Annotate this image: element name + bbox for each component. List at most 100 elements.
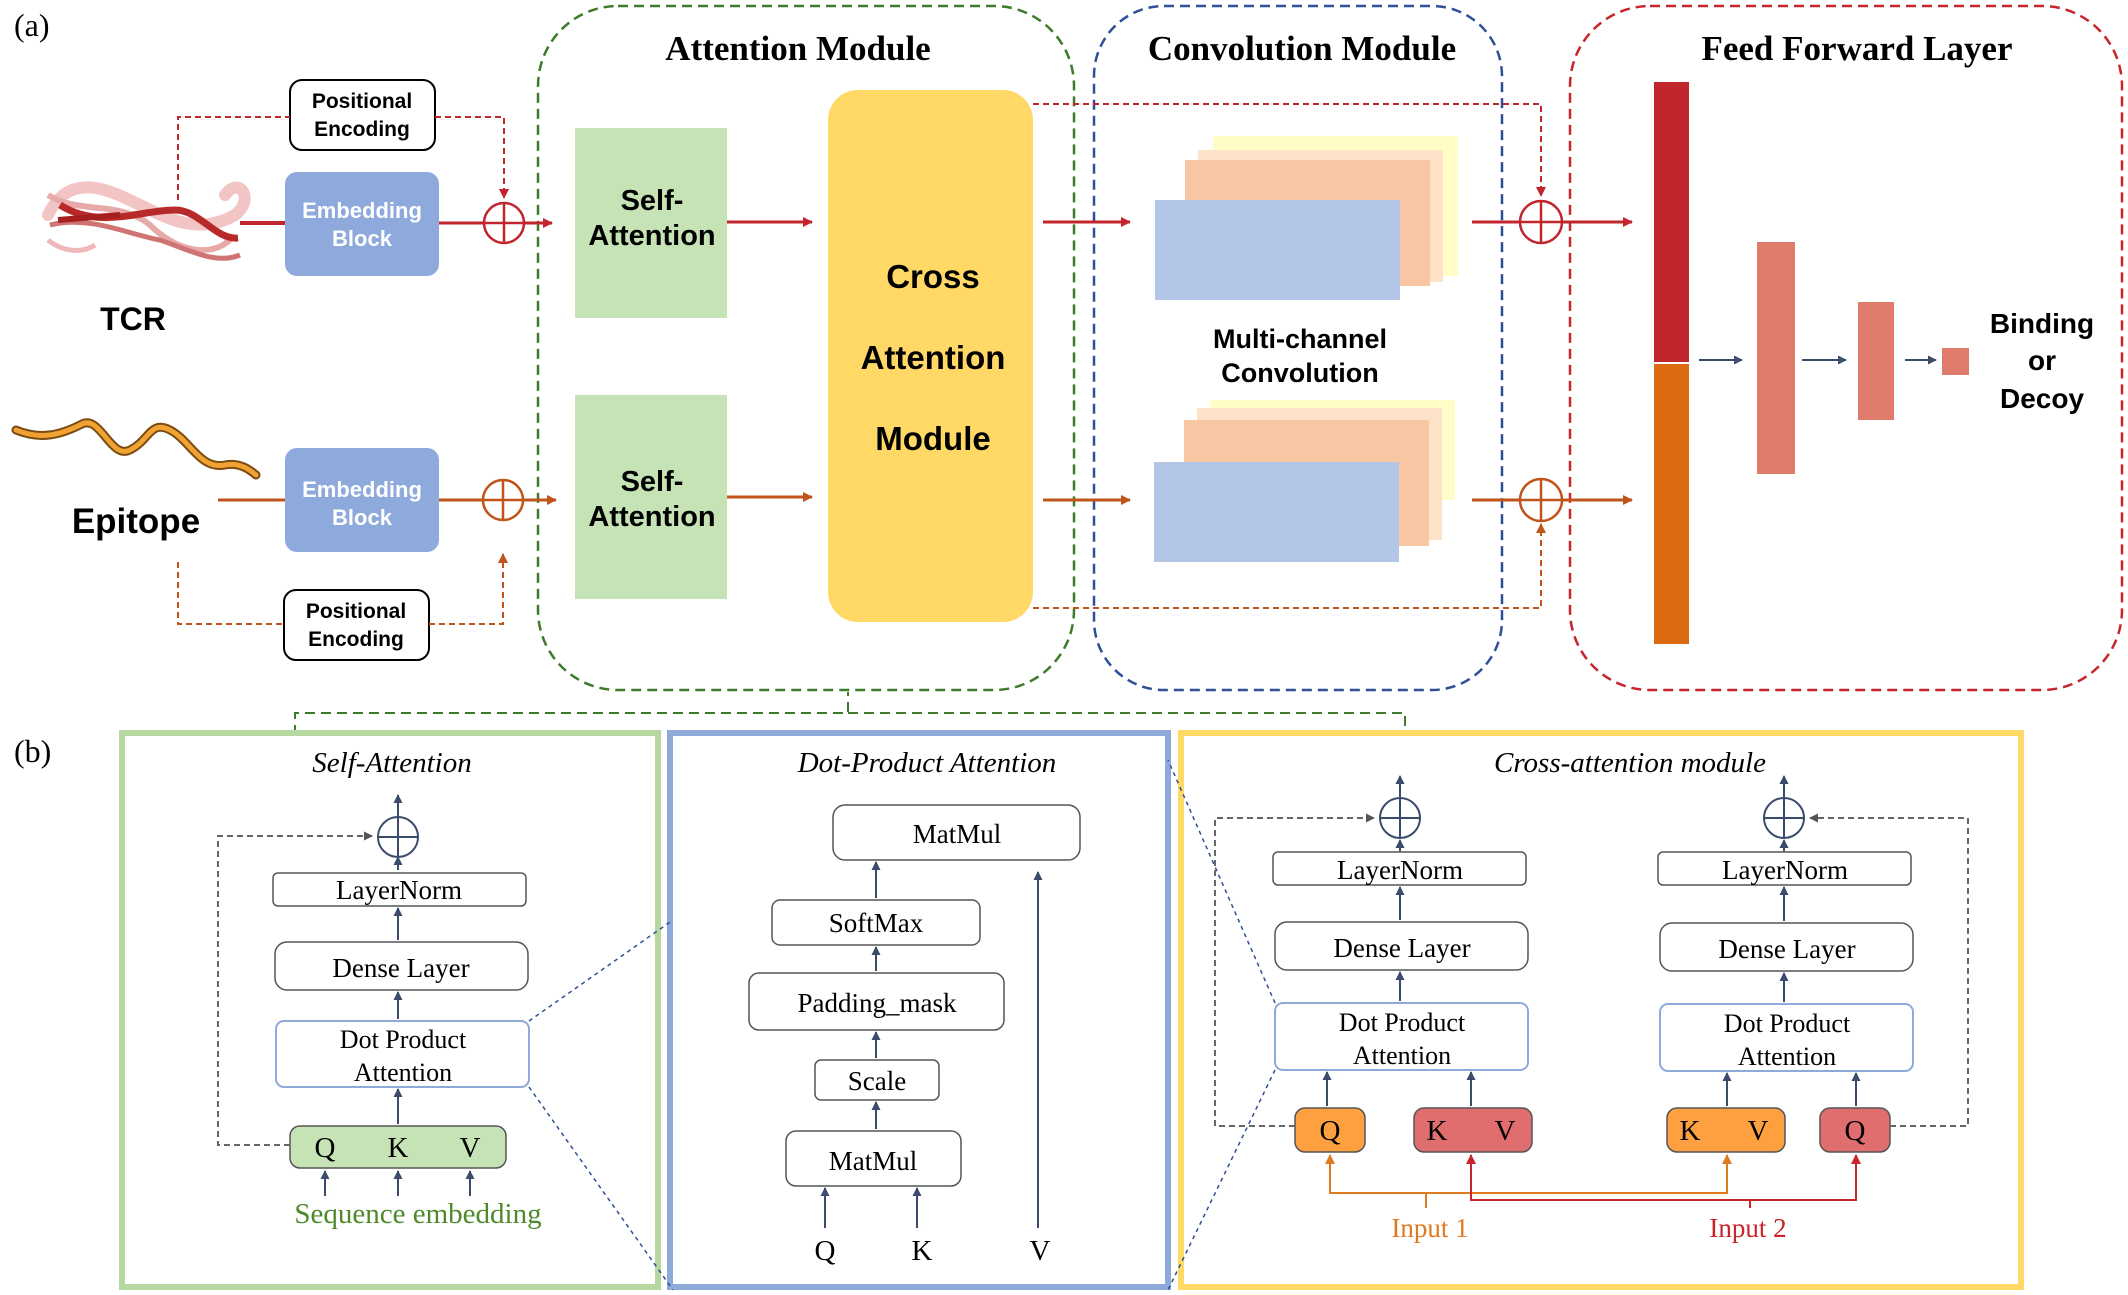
cross-skip-bottom-dashed-arrow: [1033, 523, 1546, 609]
cross-left-q-box: [1294, 1107, 1366, 1153]
embedding-block-bottom-line1: Embedding: [302, 477, 422, 502]
cross-left-k: K: [1427, 1115, 1448, 1147]
cross-attention-line2: Attention: [861, 339, 1006, 376]
conv-stack-top: [1155, 136, 1458, 300]
self-attn-k: K: [388, 1132, 409, 1164]
input1-to-kv-right-arrow: [1426, 1154, 1732, 1194]
attention-module-title: Attention Module: [665, 29, 930, 68]
panel-b-bracket-dashed: [294, 692, 1406, 735]
embedding-block-top-line1: Embedding: [302, 198, 422, 223]
tcr-positional-to-add-arrow: [435, 116, 509, 199]
self-attn-dot-line1: Dot Product: [340, 1025, 467, 1054]
cross-left-dot-line2: Attention: [1353, 1041, 1451, 1070]
output-binding: Binding: [1990, 308, 2094, 339]
self-attn-v: V: [460, 1132, 481, 1164]
ffl-hidden-bar-2: [1858, 302, 1894, 420]
self-attention-bottom-line1: Self-: [621, 466, 684, 498]
cross-attention-block: [828, 90, 1033, 622]
positional-encoding-top-line2: Encoding: [314, 118, 410, 141]
cross-left-dense-label: Dense Layer: [1333, 933, 1470, 963]
cross-right-q-box: [1819, 1107, 1891, 1153]
dp-softmax-box: [771, 899, 981, 946]
self-attention-panel-title: Self-Attention: [312, 747, 471, 779]
dp-matmul-top-label: MatMul: [913, 819, 1002, 849]
dp-q: Q: [815, 1235, 836, 1267]
cross-right-dense-label: Dense Layer: [1718, 934, 1855, 964]
cross-left-kv-box: [1413, 1107, 1533, 1153]
multichannel-line2: Convolution: [1221, 358, 1378, 388]
output-decoy: Decoy: [2000, 383, 2084, 414]
positional-encoding-bottom-line1: Positional: [306, 600, 406, 623]
self-attention-block-top: [575, 128, 727, 318]
cross-left-layernorm-label: LayerNorm: [1337, 855, 1463, 885]
self-attention-bottom-line2: Attention: [588, 501, 715, 533]
cross-attention-line1: Cross: [886, 258, 980, 295]
cross-right-v: V: [1748, 1115, 1769, 1147]
cross-right-dot-line1: Dot Product: [1724, 1009, 1851, 1038]
cross-right-kv-box: [1666, 1107, 1786, 1153]
dot-product-panel-title: Dot-Product Attention: [797, 747, 1057, 779]
cross-right-k: K: [1680, 1115, 1701, 1147]
dp-scale-box: [814, 1059, 940, 1101]
multichannel-line1: Multi-channel: [1213, 324, 1387, 354]
dp-matmul-bottom-box: [785, 1130, 962, 1187]
conv-stack-bottom: [1154, 400, 1455, 562]
ffl-concat-tcr-bar: [1654, 82, 1689, 362]
cross-right-dense-box: [1659, 922, 1914, 972]
convolution-module-title: Convolution Module: [1148, 29, 1456, 68]
self-attention-top-line1: Self-: [621, 185, 684, 217]
tcr-positional-dashed-line: [177, 116, 290, 200]
output-or: or: [2028, 345, 2056, 376]
cross-left-layernorm-box: [1272, 851, 1527, 886]
cross-right-residual-dashed-arrow: [1809, 813, 1969, 1127]
feed-forward-title: Feed Forward Layer: [1701, 29, 2012, 68]
self-attention-block-bottom: [575, 395, 727, 599]
self-attn-q: Q: [315, 1132, 336, 1164]
epitope-positional-dashed-line: [177, 562, 284, 625]
dp-k: K: [912, 1235, 933, 1267]
zoom-line-left-bottom: [528, 1086, 674, 1291]
epitope-structure-picture: [11, 418, 261, 480]
dp-softmax-label: SoftMax: [829, 908, 924, 938]
embedding-block-bottom-line2: Block: [332, 505, 393, 530]
panel-b-label: (b): [14, 733, 51, 769]
input2-to-kv-left-arrow: [1466, 1154, 1751, 1208]
cross-right-q: Q: [1845, 1115, 1866, 1147]
cross-panel-title: Cross-attention module: [1494, 747, 1766, 779]
ffl-concat-epitope-bar: [1654, 364, 1689, 644]
feed-forward-frame: [1568, 4, 2124, 692]
self-attn-input-label: Sequence embedding: [294, 1198, 541, 1230]
cross-left-q: Q: [1320, 1115, 1341, 1147]
self-attn-dot-box: [275, 1020, 530, 1088]
embedding-block-bottom: [285, 448, 439, 552]
tcr-structure-picture: [42, 181, 251, 261]
dot-product-panel: [667, 730, 1171, 1290]
dp-padding-mask-label: Padding_mask: [798, 988, 957, 1018]
self-attn-qkv-box: [289, 1125, 507, 1169]
convolution-module-frame: [1092, 4, 1504, 692]
input2-label: Input 2: [1709, 1213, 1786, 1243]
positional-encoding-bottom-line2: Encoding: [308, 628, 404, 651]
input1-to-q-left-arrow: [1325, 1154, 1427, 1208]
ffl-output-node: [1942, 348, 1969, 375]
cross-left-residual-dashed-arrow: [1214, 813, 1375, 1127]
cross-left-dot-line1: Dot Product: [1339, 1008, 1466, 1037]
dp-scale-label: Scale: [848, 1066, 906, 1096]
zoom-line-right-top: [1167, 759, 1276, 1004]
self-attention-panel: [119, 730, 661, 1290]
cross-attention-line3: Module: [875, 420, 990, 457]
self-attn-layernorm-box: [272, 872, 527, 907]
cross-right-layernorm-box: [1657, 851, 1912, 886]
self-attn-layernorm-label: LayerNorm: [336, 875, 462, 905]
self-attn-dot-line2: Attention: [354, 1058, 452, 1087]
self-attn-residual-dashed-arrow: [217, 831, 373, 1146]
input1-label: Input 1: [1391, 1213, 1468, 1243]
positional-encoding-top-line1: Positional: [312, 90, 412, 113]
zoom-line-right-bottom: [1167, 1069, 1276, 1291]
dp-matmul-bottom-label: MatMul: [829, 1146, 918, 1176]
dp-padding-mask-box: [748, 972, 1005, 1031]
cross-attention-panel: [1178, 730, 2024, 1290]
zoom-line-left-top: [528, 919, 674, 1022]
cross-left-dense-box: [1274, 921, 1529, 971]
